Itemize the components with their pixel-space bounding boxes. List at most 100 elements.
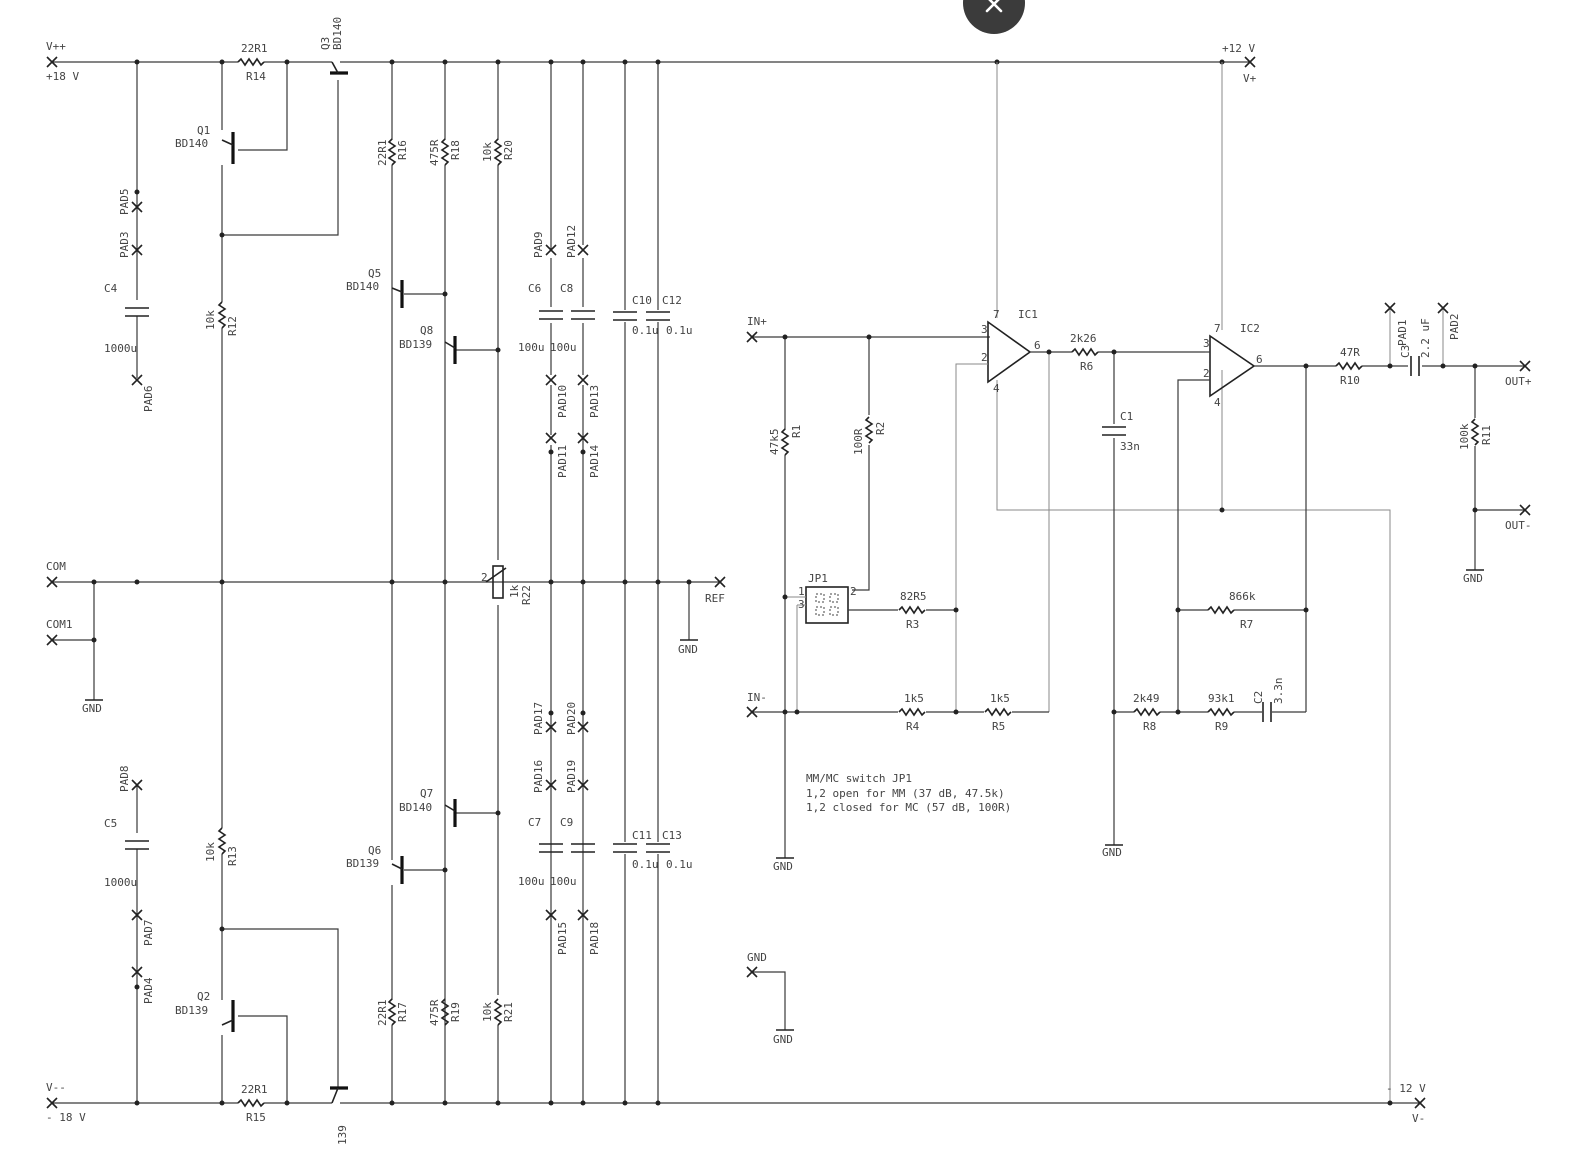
r19-name: R19 [449, 1002, 462, 1022]
note-line3: 1,2 closed for MC (57 dB, 100R) [806, 801, 1011, 814]
q8-type: BD139 [399, 338, 432, 351]
r11-resistor [1471, 418, 1479, 446]
c13-name: C13 [662, 829, 682, 842]
r7-resistor [1207, 606, 1235, 614]
r18-name: R18 [449, 140, 462, 160]
r10-name: R10 [1340, 374, 1360, 387]
r15-name: R15 [246, 1111, 266, 1124]
jp1-pin3: 3 [798, 598, 805, 611]
c5-name: C5 [104, 817, 117, 830]
r18-resistor [441, 138, 449, 166]
pad16-label: PAD16 [532, 760, 545, 793]
c13-capacitor [645, 843, 671, 853]
preamp-section [746, 56, 1531, 1109]
vplus-value: +12 V [1222, 42, 1255, 55]
pad4-label: PAD4 [142, 977, 155, 1004]
q3-name: Q3 [319, 37, 332, 50]
pad20-label: PAD20 [565, 702, 578, 735]
c12-value: 0.1u [666, 324, 693, 337]
r17-resistor [388, 998, 396, 1026]
r9-value: 93k1 [1208, 692, 1235, 705]
c8-value: 100u [550, 341, 577, 354]
c7-name: C7 [528, 816, 541, 829]
q7-type: BD140 [399, 801, 432, 814]
c4-capacitor [124, 307, 150, 317]
q5-name: Q5 [368, 267, 381, 280]
q2-type: BD139 [175, 1004, 208, 1017]
c2-name: C2 [1252, 691, 1265, 704]
note-line1: MM/MC switch JP1 [806, 772, 912, 785]
jp1-jumper [805, 586, 849, 624]
junction-dots-right [782, 334, 1478, 1106]
in-plus-label: IN+ [747, 315, 767, 328]
r5-name: R5 [992, 720, 1005, 733]
r1-value: 47k5 [768, 429, 781, 456]
r6-name: R6 [1080, 360, 1093, 373]
ic1-pin4: 4 [993, 382, 1000, 395]
jp1-label: JP1 [808, 572, 828, 585]
ic1-opamp [987, 320, 1032, 384]
jp1-pin2: 2 [850, 585, 857, 598]
junction-dots-left [91, 59, 1225, 1106]
pad7-label: PAD7 [142, 920, 155, 947]
r9-name: R9 [1215, 720, 1228, 733]
q6-type: BD139 [346, 857, 379, 870]
r20-value: 10k [481, 142, 494, 162]
pad15-label: PAD15 [556, 922, 569, 955]
c8-name: C8 [560, 282, 573, 295]
pad12-cross [577, 244, 589, 256]
r4-value: 1k5 [904, 692, 924, 705]
r8-value: 2k49 [1133, 692, 1160, 705]
c4-name: C4 [104, 282, 118, 295]
q6-name: Q6 [368, 844, 381, 857]
r17-name: R17 [396, 1002, 409, 1022]
c3-name: C3 [1399, 345, 1412, 358]
c10-capacitor [612, 311, 638, 321]
c6-value: 100u [518, 341, 545, 354]
close-icon [985, 0, 1003, 13]
c5-capacitor [124, 840, 150, 850]
pad13-label: PAD13 [588, 385, 601, 418]
gnd-label-7: GND [773, 1033, 793, 1046]
r22-name: R22 [520, 585, 533, 605]
in-minus-label: IN- [747, 691, 767, 704]
pad1-label: PAD1 [1396, 320, 1409, 347]
c10-value: 0.1u [632, 324, 659, 337]
pad9-label: PAD9 [532, 232, 545, 259]
gnd-label-6: GND [747, 951, 767, 964]
r8-resistor [1133, 708, 1161, 716]
r20-name: R20 [502, 140, 515, 160]
q1-type: BD140 [175, 137, 208, 150]
labels: V++ +18 V V-- - 18 V +12 V V+ - 12 V V- … [46, 17, 1532, 1145]
c9-name: C9 [560, 816, 573, 829]
ref-label: REF [705, 592, 725, 605]
r12-value: 10k [204, 310, 217, 330]
pad18-label: PAD18 [588, 922, 601, 955]
ic2-pin4: 4 [1214, 396, 1221, 409]
q1-name: Q1 [197, 124, 210, 137]
ic1-pin7: 7 [993, 308, 1000, 321]
r3-value: 82R5 [900, 590, 927, 603]
r12-resistor [218, 301, 226, 329]
r11-value: 100k [1458, 423, 1471, 450]
gnd-label-4: GND [1102, 846, 1122, 859]
ic1-pin2: 2 [981, 351, 988, 364]
vplus-label: V+ [1243, 72, 1257, 85]
pad13-cross [577, 374, 589, 386]
r15-value: 22R1 [241, 1083, 268, 1096]
r3-name: R3 [906, 618, 919, 631]
pad5-label: PAD5 [118, 189, 131, 216]
c8-capacitor [570, 310, 596, 320]
r13-resistor [218, 827, 226, 855]
r1-name: R1 [790, 425, 803, 438]
vpp-value: +18 V [46, 70, 79, 83]
r5-resistor [984, 708, 1012, 716]
c11-capacitor [612, 843, 638, 853]
pad12-label: PAD12 [565, 225, 578, 258]
c6-name: C6 [528, 282, 541, 295]
c4-value: 1000u [104, 342, 137, 355]
r22-pin2: 2 [481, 571, 488, 584]
r17-value: 22R1 [376, 1000, 389, 1027]
r2-resistor [865, 416, 873, 444]
